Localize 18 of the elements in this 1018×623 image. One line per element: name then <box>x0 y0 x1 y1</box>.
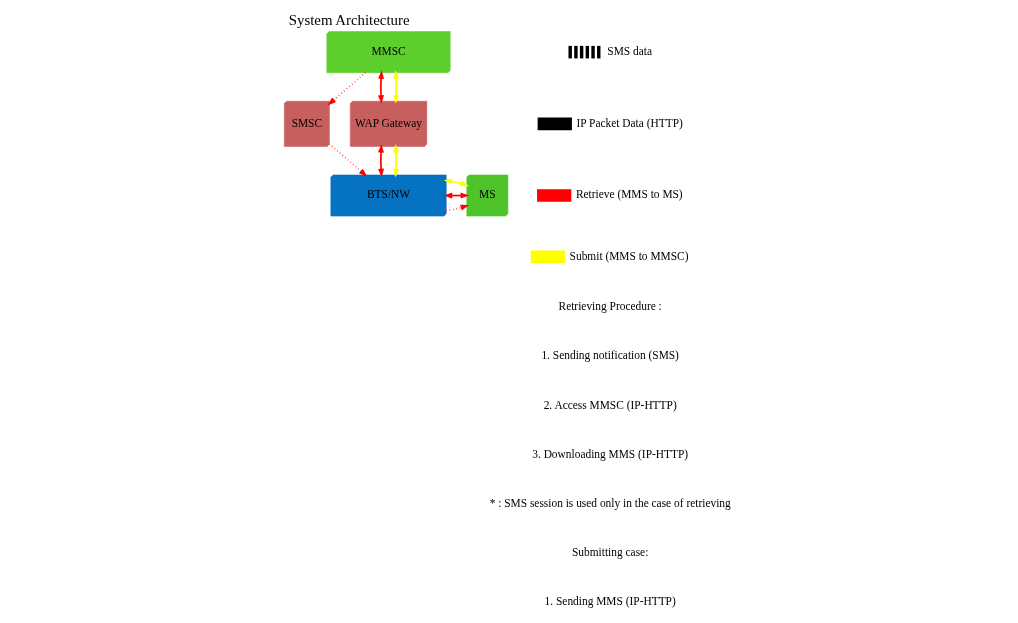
arrow <box>377 70 384 104</box>
diagram-title: System Architecture <box>288 11 410 28</box>
label: Retrieving Procedure : <box>558 300 662 313</box>
arrow <box>377 143 384 178</box>
legend-label: SMS data <box>606 45 652 58</box>
label: Submitting case: <box>571 545 648 558</box>
label: * : SMS session is used only in the case of retrieving <box>489 496 731 509</box>
label: 3. Downloading MMS (IP-HTTP) <box>531 447 688 460</box>
legend-label: IP Packet Data (HTTP) <box>575 116 683 129</box>
legend-label: Submit (MMS to MMSC) <box>569 249 688 262</box>
label: 2. Access MMSC (IP-HTTP) <box>543 398 677 411</box>
label: 1. Sending MMS (IP-HTTP) <box>544 595 676 608</box>
arrow <box>392 143 399 178</box>
label: 1. Sending notification (SMS) <box>540 349 679 362</box>
arrow <box>328 143 367 177</box>
arrow <box>392 70 399 104</box>
arrow <box>327 71 366 106</box>
legend-label: Retrieve (MMS to MS) <box>575 188 683 201</box>
